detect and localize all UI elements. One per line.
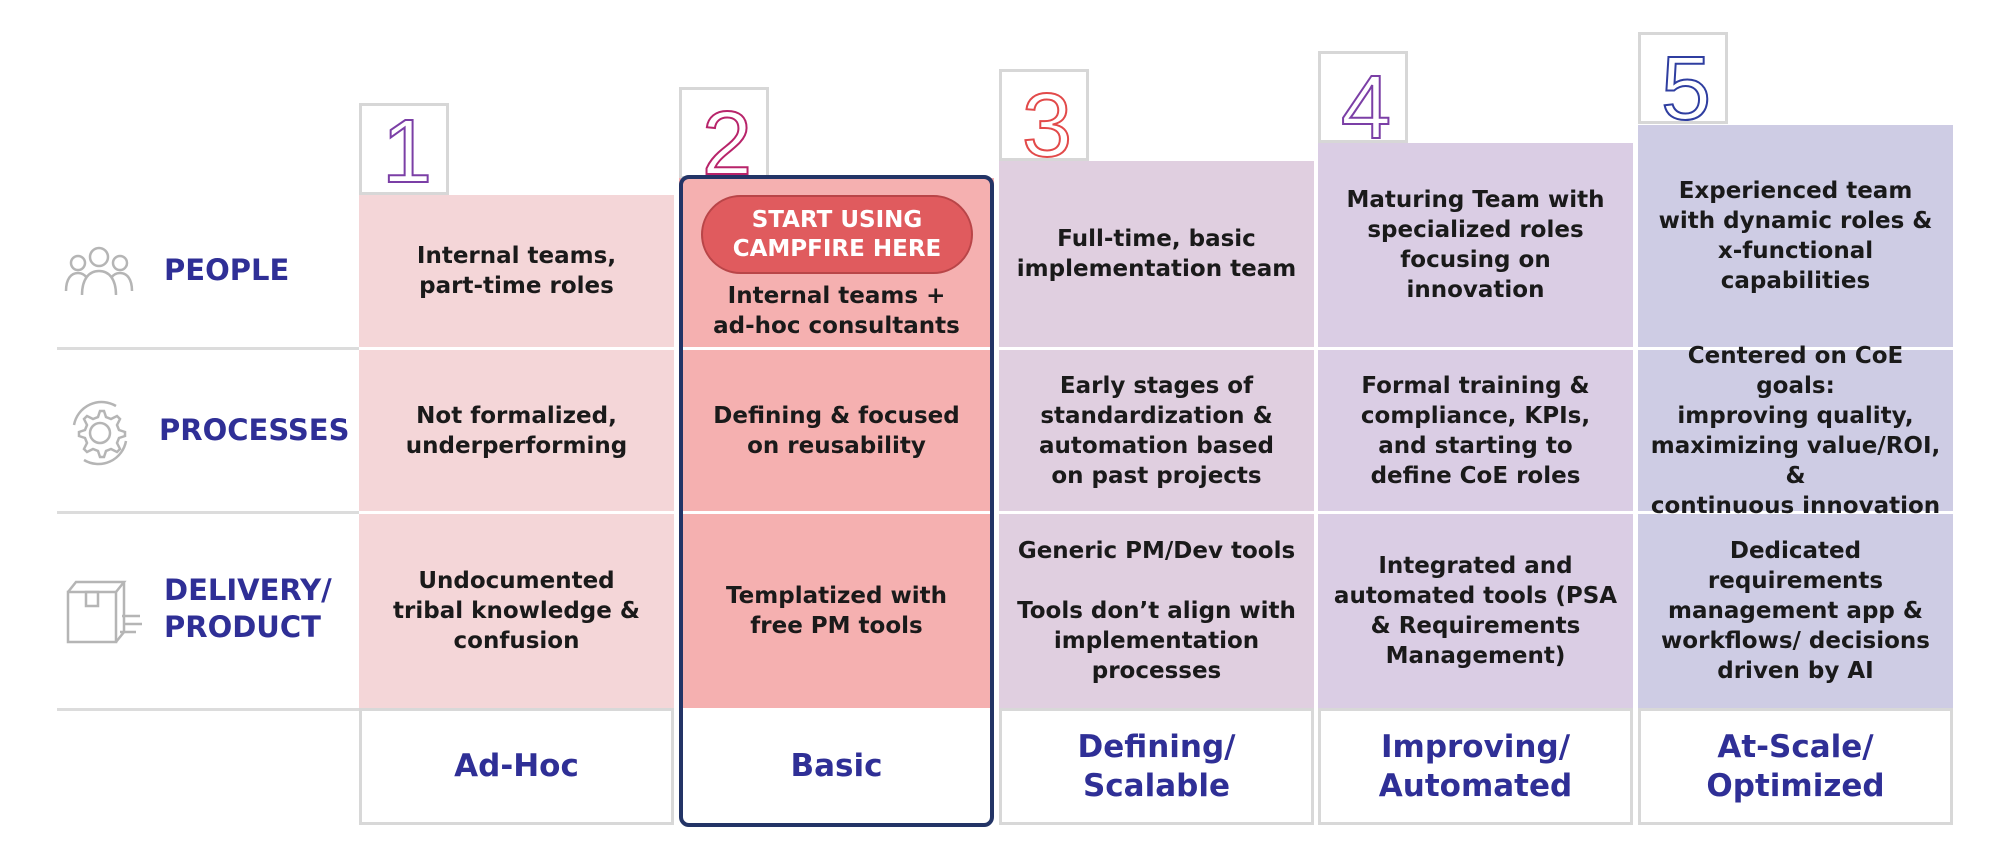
level-1-number: 1 bbox=[382, 106, 432, 198]
level-3-processes-cell: Early stages of standardization & automa… bbox=[999, 350, 1314, 511]
level-1-delivery-cell: Undocumented tribal knowledge & confusio… bbox=[359, 514, 674, 708]
row-divider bbox=[57, 708, 359, 711]
row-label-people: PEOPLE bbox=[164, 252, 290, 287]
level-4-number: 4 bbox=[1341, 58, 1391, 146]
level-5-tab: 5 bbox=[1638, 32, 1728, 127]
level-3-label: Defining/ Scalable bbox=[999, 708, 1314, 825]
gear-cycle-icon bbox=[72, 400, 128, 466]
level-2-tab: 2 bbox=[679, 87, 769, 182]
level-2-highlight-frame bbox=[679, 175, 994, 827]
row-label-delivery-product: DELIVERY/ PRODUCT bbox=[164, 573, 332, 644]
level-3-delivery-cell: Generic PM/Dev tools Tools don’t align w… bbox=[999, 514, 1314, 708]
level-4-processes-cell: Formal training & compliance, KPIs, and … bbox=[1318, 350, 1633, 511]
level-2-delivery-cell: Templatized with free PM tools bbox=[679, 514, 994, 708]
level-5-number: 5 bbox=[1661, 39, 1711, 127]
level-5-people-cell: Experienced team with dynamic roles & x-… bbox=[1638, 125, 1953, 347]
level-3-number: 3 bbox=[1022, 76, 1072, 164]
level-4-people-cell: Maturing Team with specialized roles foc… bbox=[1318, 143, 1633, 347]
level-3-people-cell: Full-time, basic implementation team bbox=[999, 161, 1314, 347]
level-2-label: Basic bbox=[679, 708, 994, 825]
level-4-delivery-cell: Integrated and automated tools (PSA & Re… bbox=[1318, 514, 1633, 708]
level-4-tab: 4 bbox=[1318, 51, 1408, 146]
level-4-label: Improving/ Automated bbox=[1318, 708, 1633, 825]
delivery-box-icon bbox=[66, 580, 142, 644]
level-1-tab: 1 bbox=[359, 103, 449, 198]
row-divider bbox=[57, 511, 359, 514]
level-3-tab: 3 bbox=[999, 69, 1089, 164]
row-divider bbox=[57, 347, 359, 350]
level-2-people-text: Internal teams + ad-hoc consultants bbox=[713, 283, 960, 339]
level-5-delivery-cell: Dedicated requirements management app & … bbox=[1638, 514, 1953, 708]
level-1-processes-cell: Not formalized, underperforming bbox=[359, 350, 674, 511]
start-using-campfire-button[interactable]: START USING CAMPFIRE HERE bbox=[701, 195, 973, 274]
people-icon bbox=[64, 246, 134, 296]
level-1-people-cell: Internal teams, part-time roles bbox=[359, 195, 674, 347]
level-1-label: Ad-Hoc bbox=[359, 708, 674, 825]
level-5-processes-cell: Centered on CoE goals: improving quality… bbox=[1638, 343, 1953, 519]
level-2-number: 2 bbox=[702, 94, 752, 182]
level-5-label: At-Scale/ Optimized bbox=[1638, 708, 1953, 825]
level-2-processes-cell: Defining & focused on reusability bbox=[679, 350, 994, 511]
row-label-processes: PROCESSES bbox=[159, 412, 350, 447]
